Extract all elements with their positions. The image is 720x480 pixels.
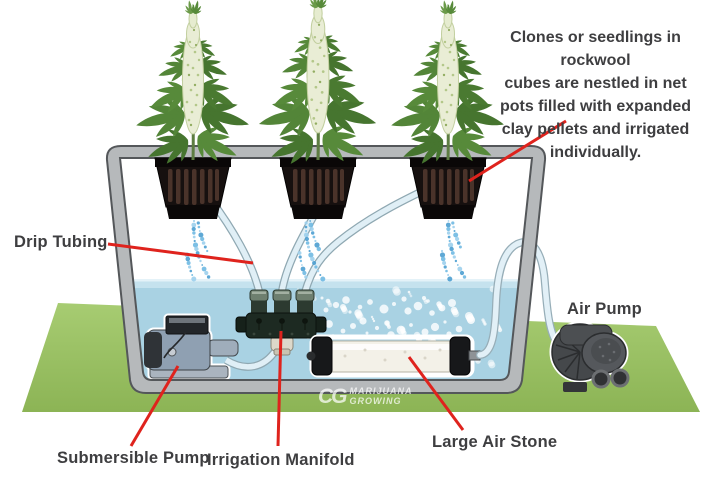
watermark-line1: MARIJUANA: [349, 386, 413, 397]
label-large-air-stone: Large Air Stone: [432, 433, 558, 451]
watermark: CG MARIJUANA GROWING: [318, 386, 413, 407]
clones-note-line: individually.: [549, 144, 642, 161]
drip-spray: [184, 220, 467, 282]
tank-frame: [105, 145, 547, 394]
line-clones-note: [468, 119, 567, 183]
line-large-air-stone: [407, 356, 465, 431]
pump-feed-tube: [223, 347, 280, 371]
clones-note-line: clay pellets and irrigated: [501, 121, 690, 138]
large-air-stone: [306, 334, 481, 378]
clones-note-line: cubes are nestled in net: [504, 75, 687, 92]
label-irrigation-manifold: Irrigation Manifold: [207, 451, 355, 469]
line-irrigation-manifold: [276, 330, 283, 447]
annotation-lines: [107, 119, 567, 447]
air-tube: [476, 238, 562, 359]
net-pots: [154, 157, 487, 220]
watermark-line2: GROWING: [349, 395, 402, 406]
clones-note: Clones or seedlings in rockwool cubes ar…: [473, 26, 718, 164]
submersible-pump: [144, 313, 239, 381]
label-drip-tubing: Drip Tubing: [14, 233, 108, 251]
line-drip-tubing: [107, 242, 254, 265]
air-pump: [549, 321, 630, 392]
label-air-pump: Air Pump: [567, 300, 642, 318]
label-submersible-pump: Submersible Pump: [57, 449, 210, 467]
irrigation-manifold: [235, 289, 327, 356]
watermark-logo-icon: CG: [318, 385, 347, 408]
clones-note-line: pots filled with expanded: [499, 98, 692, 115]
line-submersible-pump: [129, 365, 180, 447]
clones-note-line: Clones or seedlings in rockwool: [510, 29, 681, 69]
